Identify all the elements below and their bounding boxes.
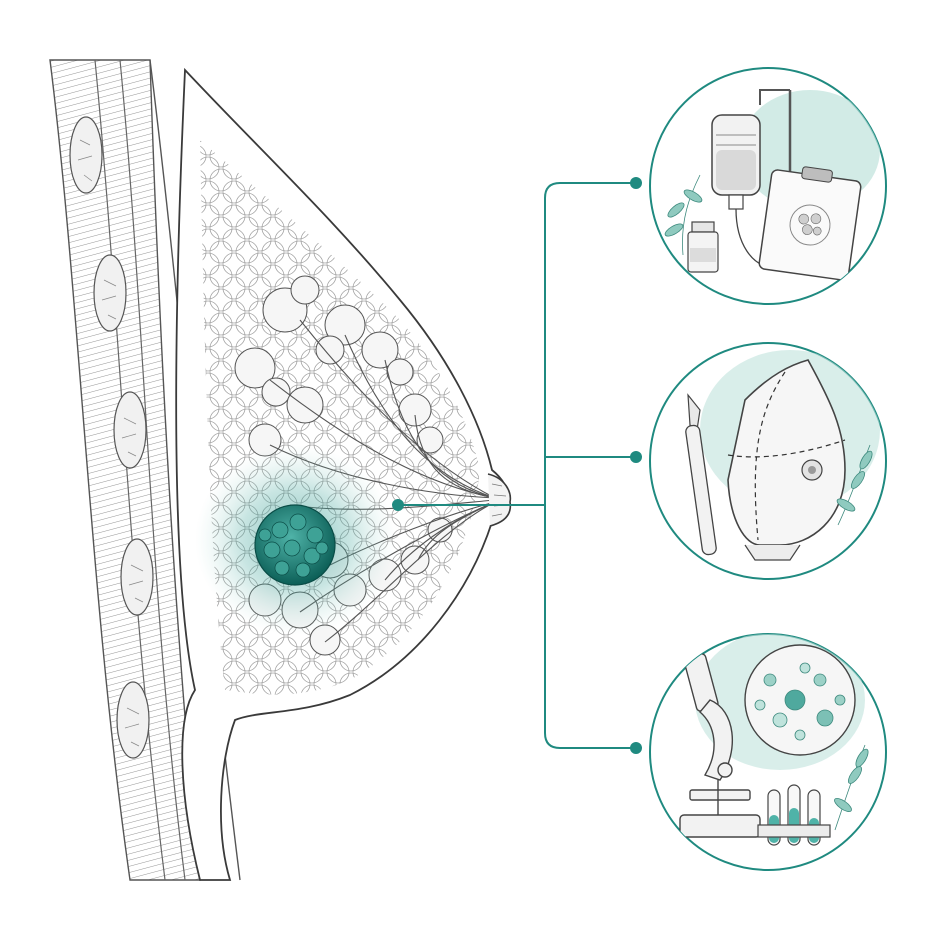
vial-icon <box>687 221 719 273</box>
surgery-node <box>630 451 642 463</box>
rib-sections <box>69 116 154 759</box>
tumor-icon <box>195 445 395 635</box>
bracket-connector <box>398 182 635 749</box>
nipple <box>487 473 512 527</box>
connector-nodes <box>392 177 642 754</box>
surgery-panel <box>649 342 887 580</box>
microscope-icon <box>679 653 761 838</box>
test-tubes-icon <box>757 784 831 846</box>
chemotherapy-node <box>630 177 642 189</box>
chest-wall <box>49 59 241 881</box>
tumor-node <box>392 499 404 511</box>
breast-model-icon <box>727 359 846 561</box>
pathology-node <box>630 742 642 754</box>
pathology-panel <box>649 633 887 871</box>
leaf-sprig-icon <box>836 444 873 526</box>
breast-cross-section-icon <box>49 59 512 881</box>
leaf-sprig-icon <box>834 744 869 831</box>
chemotherapy-panel <box>649 67 887 305</box>
clipboard-icon <box>758 166 862 281</box>
scalpel-icon <box>685 393 717 556</box>
leaf-sprig-icon <box>664 174 703 256</box>
cell-sample-icon <box>744 644 856 756</box>
